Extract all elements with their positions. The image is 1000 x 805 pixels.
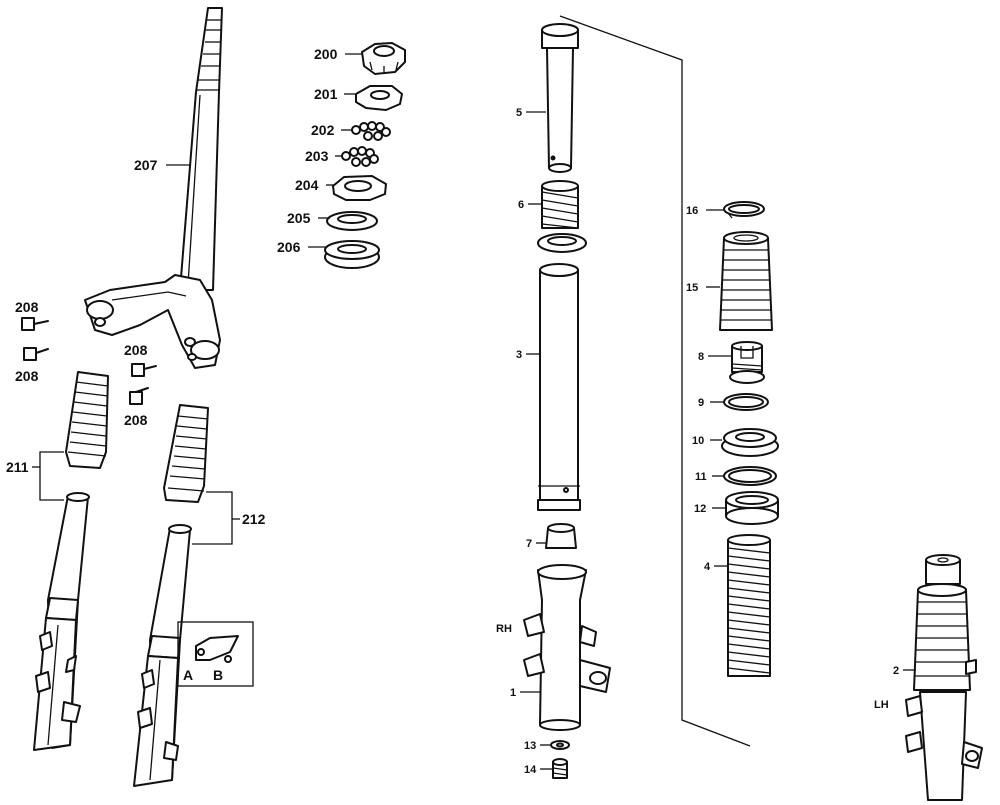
steering-stem-207 — [84, 7, 223, 369]
label-202: 202 — [311, 122, 335, 138]
lock-nut-201 — [355, 85, 403, 111]
label-9: 9 — [698, 397, 704, 409]
ring-9 — [723, 393, 769, 411]
circlip-16 — [723, 201, 765, 219]
label-206: 206 — [277, 239, 301, 255]
label-4: 4 — [704, 561, 711, 573]
label-203: 203 — [305, 148, 329, 164]
label-B: B — [213, 667, 223, 683]
dust-boot-211 — [65, 371, 109, 469]
oil-seal-12 — [725, 491, 779, 525]
label-208-a: 208 — [15, 299, 39, 315]
label-1: 1 — [510, 687, 516, 699]
label-A: A — [183, 667, 193, 683]
bearing-cup-204 — [332, 175, 387, 201]
label-3: 3 — [516, 349, 522, 361]
label-200: 200 — [314, 46, 338, 62]
label-5: 5 — [516, 107, 522, 119]
detail-inset — [177, 621, 254, 687]
bolt-208-c — [131, 363, 157, 377]
label-6: 6 — [518, 199, 524, 211]
spring-4 — [727, 534, 771, 677]
label-204: 204 — [295, 177, 319, 193]
bolt-208-a — [21, 317, 49, 331]
washer-13 — [550, 740, 570, 750]
label-14: 14 — [524, 764, 537, 776]
label-208-d: 208 — [124, 412, 148, 428]
label-201: 201 — [314, 86, 338, 102]
label-12: 12 — [694, 503, 706, 515]
label-211: 211 — [6, 459, 29, 475]
washer-6b — [537, 233, 587, 253]
label-13: 13 — [524, 740, 536, 752]
label-2: 2 — [893, 665, 899, 677]
slider-rh-1 — [523, 564, 611, 731]
spring-6 — [541, 180, 579, 229]
top-nut-200 — [361, 42, 406, 75]
label-8: 8 — [698, 351, 704, 363]
ball-race-202 — [351, 121, 391, 141]
fork-tube-3 — [537, 263, 581, 511]
fork-leg-lh-2 — [905, 554, 983, 801]
fork-leg-212 — [133, 524, 192, 787]
label-7: 7 — [526, 538, 532, 550]
label-15: 15 — [686, 282, 698, 294]
label-16: 16 — [686, 205, 698, 217]
bushing-7 — [545, 523, 577, 549]
label-10: 10 — [692, 435, 704, 447]
bearing-cup-206 — [324, 240, 380, 269]
damper-rod-5 — [541, 23, 579, 173]
label-207: 207 — [134, 157, 158, 173]
bolt-14 — [552, 758, 568, 779]
bolt-208-b — [23, 347, 49, 361]
fork-leg-211 — [33, 492, 90, 751]
seal-plug-8 — [729, 341, 765, 384]
seal-10 — [721, 428, 779, 457]
label-208-b: 208 — [15, 368, 39, 384]
label-208-c: 208 — [124, 342, 148, 358]
label-rh: RH — [496, 623, 512, 635]
label-212: 212 — [242, 511, 266, 527]
label-11: 11 — [695, 471, 707, 483]
label-205: 205 — [287, 210, 311, 226]
bolt-208-d — [129, 387, 149, 405]
ball-race-203 — [341, 146, 379, 167]
ring-11 — [723, 466, 777, 486]
label-lh: LH — [874, 699, 889, 711]
dust-boot-212 — [163, 404, 209, 503]
bearing-race-205 — [326, 211, 378, 231]
dust-boot-15 — [719, 231, 773, 331]
